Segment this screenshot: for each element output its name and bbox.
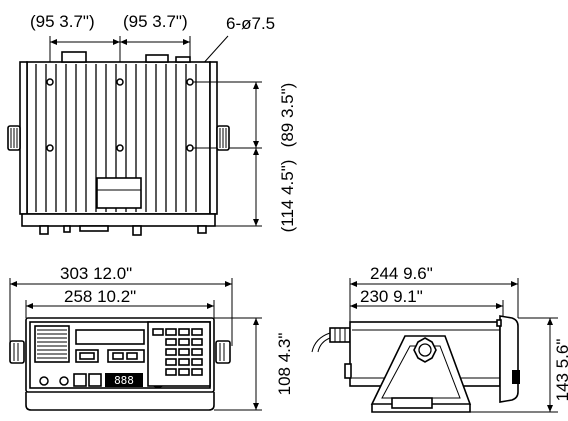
- keypad-key[interactable]: [165, 338, 177, 346]
- panel-button[interactable]: [73, 373, 87, 387]
- overall-depth-label: 244 9.6": [370, 264, 433, 283]
- keypad-key[interactable]: [191, 338, 203, 346]
- cooling-fins: [35, 64, 197, 212]
- overall-width-label: 303 12.0": [60, 264, 132, 283]
- top-view: (95 3.7") (95 3.7") 6-ø7.5: [7, 12, 297, 236]
- body-width-label: 258 10.2": [64, 287, 136, 306]
- digit-display: [105, 373, 143, 387]
- keypad-key[interactable]: [165, 358, 177, 366]
- keypad-key[interactable]: [178, 328, 190, 336]
- keypad-key[interactable]: [178, 358, 190, 366]
- width-dimension-lines: [9, 278, 233, 346]
- pitch-vertical-lower-label: (114 4.5"): [278, 160, 297, 233]
- mounting-holes: [46, 78, 194, 152]
- hole-pitch-left-label: (95 3.7"): [30, 12, 95, 31]
- front-view: 303 12.0" 258 10.2": [9, 264, 294, 411]
- bracket-knob[interactable]: [413, 337, 437, 363]
- body-depth-label: 230 9.1": [360, 287, 423, 306]
- holes-label: 6-ø7.5: [226, 14, 275, 33]
- digit-display-text: 888: [114, 374, 134, 387]
- overall-height-label: 143 5.6": [553, 339, 568, 402]
- side-view: 244 9.6" 230 9.1": [311, 264, 568, 413]
- knob-small[interactable]: [39, 376, 49, 386]
- keypad-key[interactable]: [165, 368, 177, 376]
- knob-small[interactable]: [59, 376, 69, 386]
- lcd-display: [75, 329, 145, 345]
- side-knob-right: [216, 125, 230, 151]
- depth-dimension-lines: [349, 278, 519, 322]
- side-front-panel: [499, 315, 519, 403]
- keypad-key[interactable]: [165, 328, 177, 336]
- front-knob-left: [9, 340, 25, 364]
- side-knob-left: [7, 125, 21, 151]
- keypad-key[interactable]: [191, 328, 203, 336]
- cable: [311, 327, 351, 353]
- keypad-key[interactable]: [191, 358, 203, 366]
- rear-connector-block: [96, 177, 142, 209]
- pitch-vertical-upper-label: (89 3.5"): [278, 83, 297, 148]
- speaker-grille: [34, 325, 70, 363]
- keypad-key[interactable]: [178, 348, 190, 356]
- keypad-key[interactable]: [178, 368, 190, 376]
- hole-pitch-right-label: (95 3.7"): [123, 12, 188, 31]
- keypad-key[interactable]: [178, 338, 190, 346]
- height-label: 108 4.3": [275, 333, 294, 396]
- keypad-key[interactable]: [191, 348, 203, 356]
- panel-button[interactable]: [88, 373, 102, 387]
- front-knob-right: [215, 340, 231, 364]
- keypad-key[interactable]: [152, 328, 164, 336]
- keypad-key[interactable]: [191, 368, 203, 376]
- keypad: [147, 321, 211, 387]
- keypad-key[interactable]: [165, 348, 177, 356]
